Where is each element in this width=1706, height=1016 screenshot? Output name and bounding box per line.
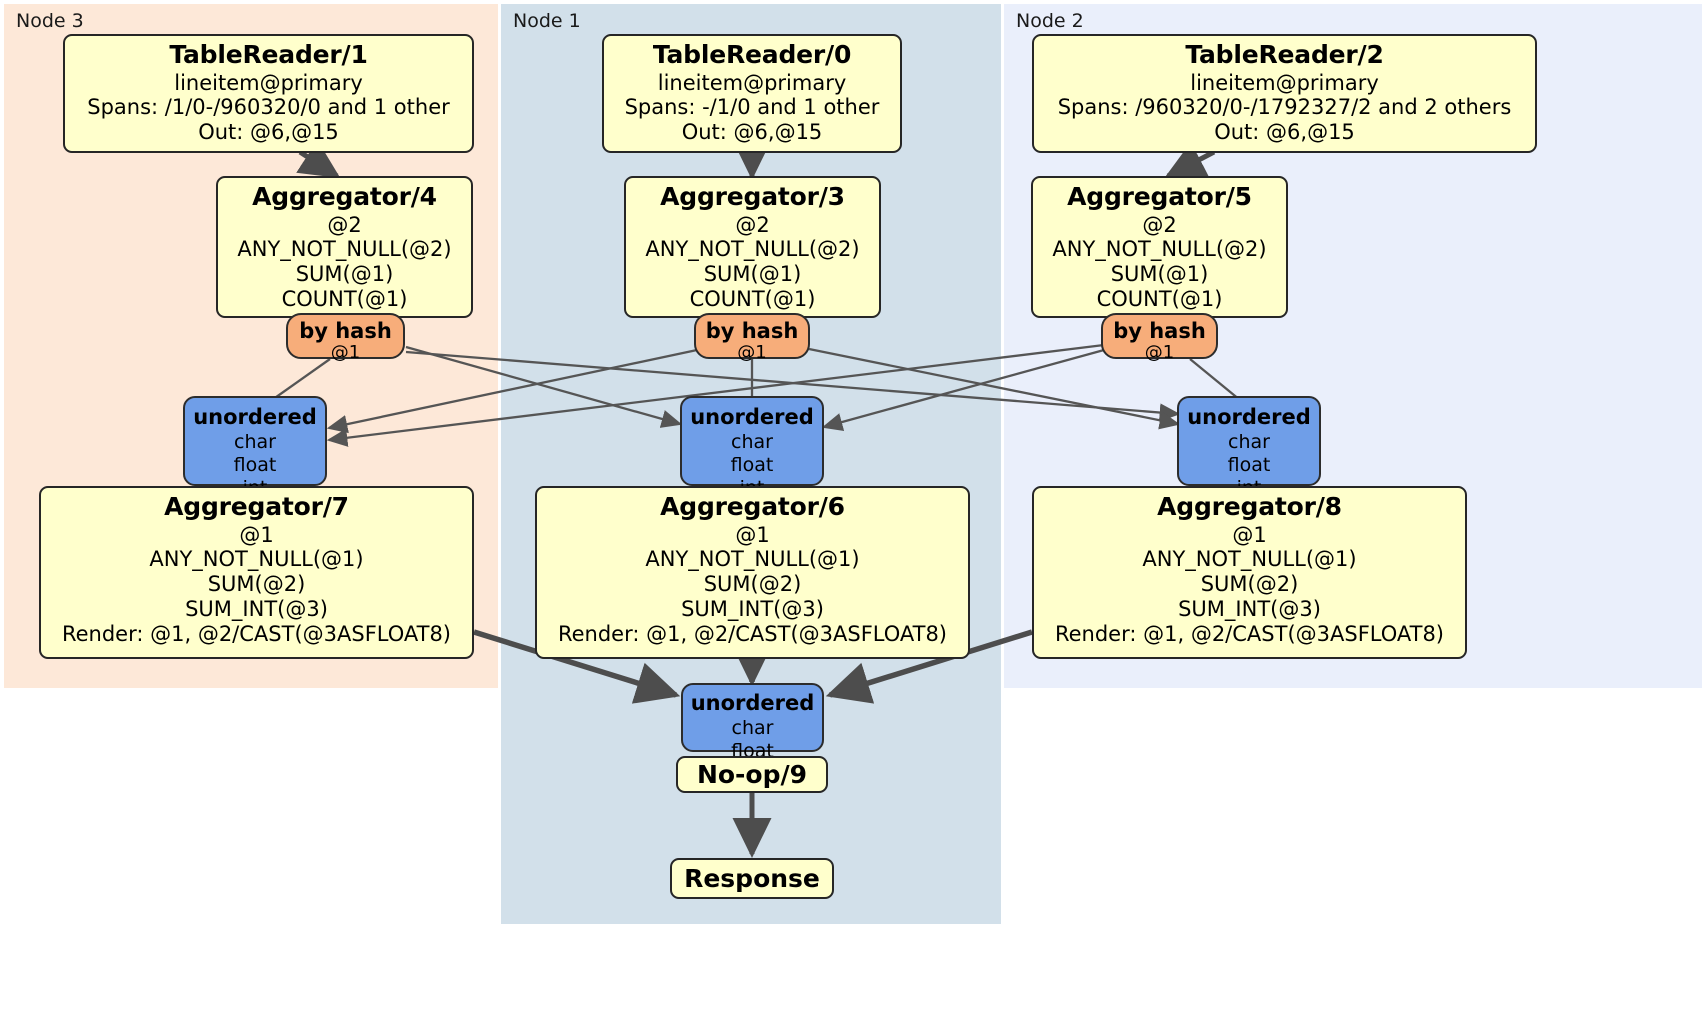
- aggregator-3-agg2: SUM(@1): [703, 262, 802, 287]
- unordered-node3-type1: char: [234, 431, 276, 454]
- aggregator-7-agg1: ANY_NOT_NULL(@1): [149, 547, 364, 572]
- node-panel-label-node3: Node 3: [16, 10, 84, 32]
- unordered-node1-type1: char: [731, 431, 773, 454]
- node-panel-label-node2: Node 2: [1016, 10, 1084, 32]
- aggregator-7-agg3: SUM_INT(@3): [185, 596, 328, 621]
- aggregator-5-group: @2: [1142, 212, 1177, 237]
- aggregator-3-agg3: COUNT(@1): [689, 286, 816, 311]
- aggregator-6-agg1: ANY_NOT_NULL(@1): [645, 547, 860, 572]
- unordered-node3-type2: float: [233, 453, 277, 476]
- by-hash-node1-title: by hash: [705, 319, 799, 343]
- tablereader-0-title: TableReader/0: [652, 40, 852, 69]
- unordered-final-type1: char: [731, 717, 774, 740]
- processor-aggregator-4[interactable]: Aggregator/4 @2 ANY_NOT_NULL(@2) SUM(@1)…: [216, 176, 473, 318]
- aggregator-8-agg1: ANY_NOT_NULL(@1): [1142, 547, 1357, 572]
- by-hash-node2-key: @1: [1144, 342, 1175, 364]
- processor-aggregator-5[interactable]: Aggregator/5 @2 ANY_NOT_NULL(@2) SUM(@1)…: [1031, 176, 1288, 318]
- aggregator-8-render: Render: @1, @2/CAST(@3ASFLOAT8): [1054, 621, 1445, 646]
- by-hash-node3-key: @1: [330, 342, 361, 364]
- unordered-node1-type2: float: [730, 453, 774, 476]
- aggregator-6-group: @1: [735, 522, 770, 547]
- aggregator-3-agg1: ANY_NOT_NULL(@2): [645, 237, 860, 262]
- tablereader-0-table: lineitem@primary: [657, 70, 847, 95]
- unordered-node3-title: unordered: [193, 405, 317, 429]
- aggregator-4-title: Aggregator/4: [252, 182, 437, 211]
- aggregator-4-group: @2: [327, 212, 362, 237]
- processor-aggregator-7[interactable]: Aggregator/7 @1 ANY_NOT_NULL(@1) SUM(@2)…: [39, 486, 474, 659]
- tablereader-1-table: lineitem@primary: [174, 70, 363, 95]
- output-router-by-hash-node1[interactable]: by hash @1: [694, 313, 810, 363]
- aggregator-8-group: @1: [1232, 522, 1267, 547]
- tablereader-2-out: Out: @6,@15: [1214, 120, 1355, 145]
- unordered-final-title: unordered: [690, 691, 815, 715]
- aggregator-6-agg2: SUM(@2): [703, 572, 802, 597]
- noop-9-title: No-op/9: [696, 760, 808, 789]
- input-sync-unordered-final[interactable]: unordered char float: [681, 683, 824, 762]
- aggregator-6-agg3: SUM_INT(@3): [681, 596, 824, 621]
- aggregator-7-render: Render: @1, @2/CAST(@3ASFLOAT8): [61, 621, 452, 646]
- aggregator-6-render: Render: @1, @2/CAST(@3ASFLOAT8): [557, 621, 948, 646]
- unordered-node1-title: unordered: [690, 405, 814, 429]
- processor-aggregator-3[interactable]: Aggregator/3 @2 ANY_NOT_NULL(@2) SUM(@1)…: [624, 176, 881, 318]
- unordered-node2-type1: char: [1228, 431, 1270, 454]
- input-sync-unordered-node3[interactable]: unordered char float int: [183, 396, 327, 499]
- aggregator-7-group: @1: [239, 522, 274, 547]
- output-router-by-hash-node2[interactable]: by hash @1: [1101, 313, 1218, 363]
- input-sync-unordered-node1[interactable]: unordered char float int: [680, 396, 824, 499]
- aggregator-7-agg2: SUM(@2): [207, 572, 306, 597]
- aggregator-5-title: Aggregator/5: [1067, 182, 1252, 211]
- tablereader-0-spans: Spans: -/1/0 and 1 other: [624, 95, 880, 120]
- tablereader-1-spans: Spans: /1/0-/960320/0 and 1 other: [87, 95, 450, 120]
- output-router-by-hash-node3[interactable]: by hash @1: [286, 313, 405, 363]
- aggregator-5-agg1: ANY_NOT_NULL(@2): [1052, 237, 1267, 262]
- unordered-node2-title: unordered: [1187, 405, 1311, 429]
- aggregator-8-title: Aggregator/8: [1157, 492, 1342, 521]
- aggregator-5-agg2: SUM(@1): [1110, 262, 1209, 287]
- tablereader-1-out: Out: @6,@15: [198, 120, 339, 145]
- aggregator-7-title: Aggregator/7: [164, 492, 349, 521]
- response-node[interactable]: Response: [670, 858, 834, 899]
- tablereader-2-table: lineitem@primary: [1190, 70, 1379, 95]
- processor-tablereader-2[interactable]: TableReader/2 lineitem@primary Spans: /9…: [1032, 34, 1537, 153]
- tablereader-1-title: TableReader/1: [169, 40, 368, 69]
- by-hash-node2-title: by hash: [1113, 319, 1206, 343]
- by-hash-node3-title: by hash: [299, 319, 392, 343]
- aggregator-3-group: @2: [735, 212, 770, 237]
- aggregator-4-agg2: SUM(@1): [295, 262, 394, 287]
- aggregator-5-agg3: COUNT(@1): [1096, 286, 1223, 311]
- processor-aggregator-8[interactable]: Aggregator/8 @1 ANY_NOT_NULL(@1) SUM(@2)…: [1032, 486, 1467, 659]
- processor-aggregator-6[interactable]: Aggregator/6 @1 ANY_NOT_NULL(@1) SUM(@2)…: [535, 486, 970, 659]
- aggregator-3-title: Aggregator/3: [660, 182, 845, 211]
- aggregator-6-title: Aggregator/6: [660, 492, 845, 521]
- aggregator-4-agg3: COUNT(@1): [281, 286, 408, 311]
- processor-tablereader-1[interactable]: TableReader/1 lineitem@primary Spans: /1…: [63, 34, 474, 153]
- by-hash-node1-key: @1: [737, 342, 767, 364]
- aggregator-8-agg2: SUM(@2): [1200, 572, 1299, 597]
- unordered-node2-type2: float: [1227, 453, 1271, 476]
- processor-noop-9[interactable]: No-op/9: [676, 756, 828, 793]
- tablereader-2-spans: Spans: /960320/0-/1792327/2 and 2 others: [1057, 95, 1512, 120]
- tablereader-2-title: TableReader/2: [1185, 40, 1384, 69]
- response-title: Response: [684, 864, 820, 893]
- tablereader-0-out: Out: @6,@15: [681, 120, 823, 145]
- aggregator-4-agg1: ANY_NOT_NULL(@2): [237, 237, 452, 262]
- aggregator-8-agg3: SUM_INT(@3): [1178, 596, 1321, 621]
- processor-tablereader-0[interactable]: TableReader/0 lineitem@primary Spans: -/…: [602, 34, 902, 153]
- input-sync-unordered-node2[interactable]: unordered char float int: [1177, 396, 1321, 499]
- node-panel-label-node1: Node 1: [513, 10, 581, 32]
